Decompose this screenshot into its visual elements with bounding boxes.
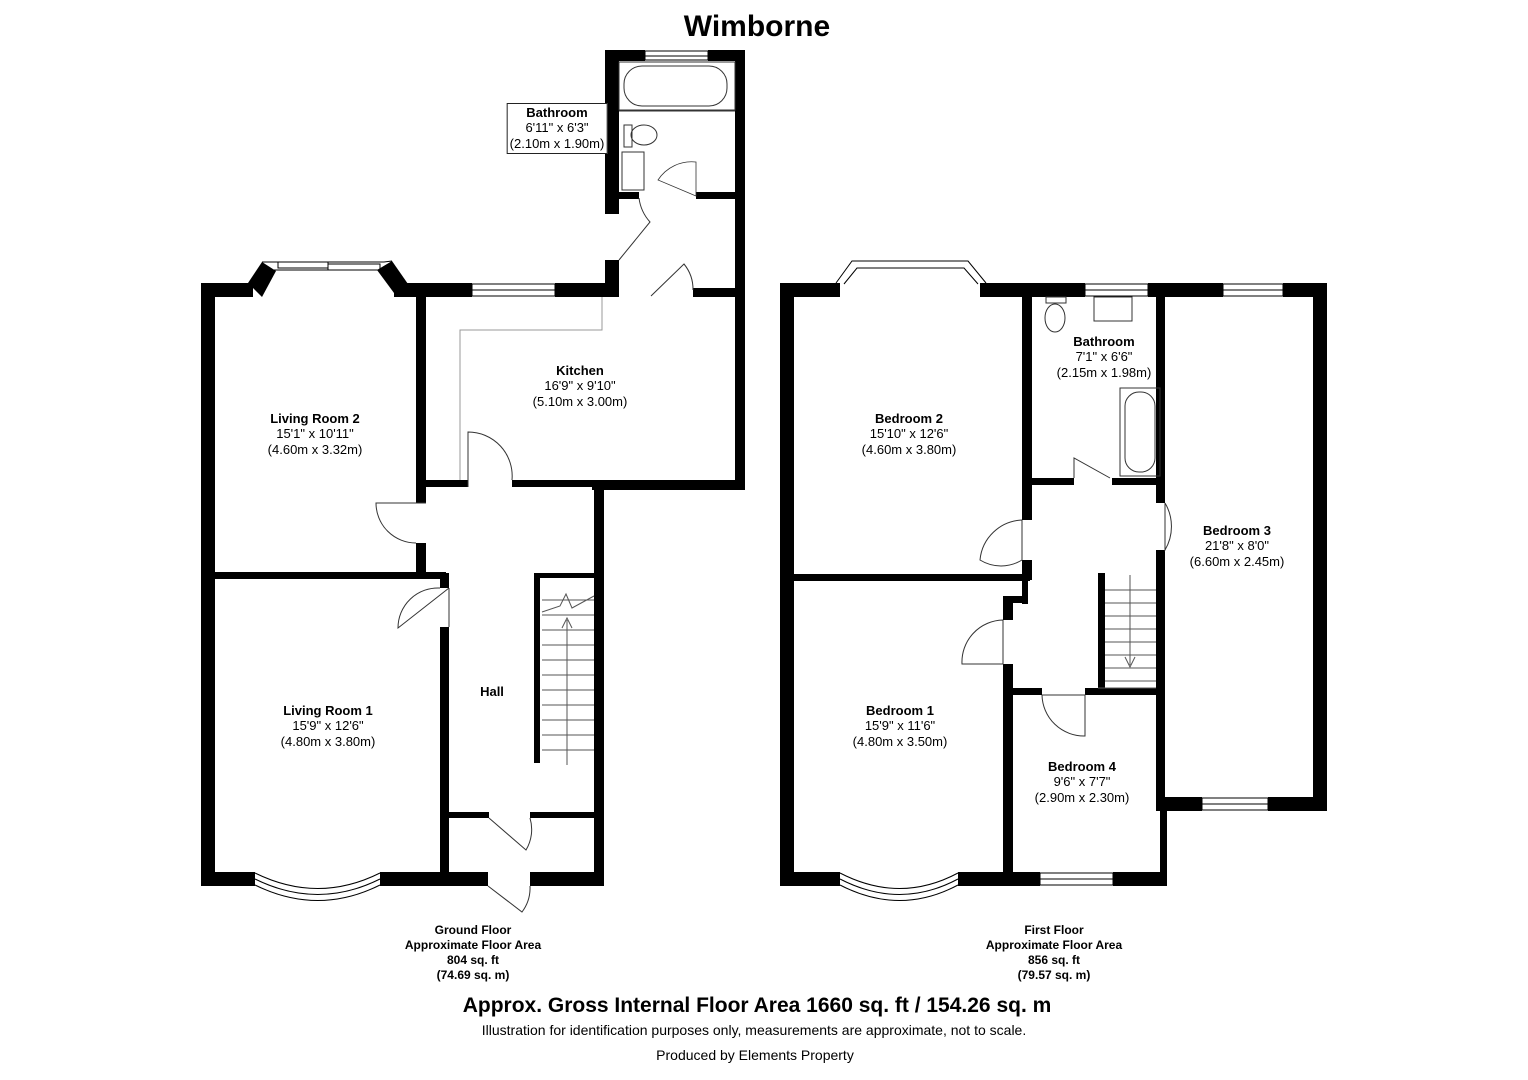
walls — [201, 50, 1327, 886]
floor-area-sqft: 856 sq. ft — [1027, 953, 1081, 967]
floor-area-caption: Approximate Floor Area — [985, 938, 1123, 952]
door-swings — [375, 61, 1172, 913]
room-dim-imperial: 21'8" x 8'0" — [1204, 538, 1270, 553]
window-lines — [254, 55, 1283, 901]
gf-living-room-1-label: Living Room 1 15'9" x 12'6" (4.80m x 3.8… — [281, 703, 376, 750]
room-name: Bedroom 3 — [1203, 523, 1271, 538]
floor-area-sqm: (79.57 sq. m) — [1017, 968, 1091, 982]
room-name: Bathroom — [526, 105, 588, 120]
ff-bedroom-2-label: Bedroom 2 15'10" x 12'6" (4.60m x 3.80m) — [862, 411, 957, 458]
room-dim-metric: (4.80m x 3.50m) — [852, 734, 948, 749]
room-name: Bathroom — [1073, 334, 1135, 349]
floor-area-caption: Approximate Floor Area — [404, 938, 542, 952]
first-floor-area-label: First Floor Approximate Floor Area 856 s… — [986, 923, 1122, 983]
floor-name: Ground Floor — [434, 923, 512, 937]
room-dim-metric: (2.15m x 1.98m) — [1056, 365, 1152, 380]
floor-area-sqm: (74.69 sq. m) — [436, 968, 510, 982]
ff-bedroom-3-label: Bedroom 3 21'8" x 8'0" (6.60m x 2.45m) — [1190, 523, 1285, 570]
room-name: Bedroom 1 — [866, 703, 934, 718]
floor-area-sqft: 804 sq. ft — [446, 953, 500, 967]
room-dim-metric: (5.10m x 3.00m) — [532, 394, 628, 409]
room-dim-imperial: 16'9" x 9'10" — [544, 378, 616, 393]
room-name: Living Room 2 — [270, 411, 360, 426]
room-dim-metric: (2.10m x 1.90m) — [509, 136, 605, 151]
room-dim-metric: (6.60m x 2.45m) — [1189, 554, 1285, 569]
credit-text: Produced by Elements Property — [656, 1047, 854, 1063]
room-dim-imperial: 6'11" x 6'3" — [525, 120, 589, 135]
gf-living-room-2-label: Living Room 2 15'1" x 10'11" (4.60m x 3.… — [268, 411, 363, 458]
ff-bathroom-label: Bathroom 7'1" x 6'6" (2.15m x 1.98m) — [1057, 334, 1152, 381]
ff-bedroom-4-label: Bedroom 4 9'6" x 7'7" (2.90m x 2.30m) — [1035, 759, 1130, 806]
gross-area-text: Approx. Gross Internal Floor Area 1660 s… — [462, 994, 1052, 1017]
ff-bedroom-1-label: Bedroom 1 15'9" x 11'6" (4.80m x 3.50m) — [853, 703, 948, 750]
gf-hall-label: Hall — [480, 684, 504, 699]
page-title: Wimborne — [683, 10, 831, 43]
room-dim-metric: (4.60m x 3.32m) — [267, 442, 363, 457]
gf-bathroom-label: Bathroom 6'11" x 6'3" (2.10m x 1.90m) — [506, 103, 608, 154]
room-dim-metric: (4.80m x 3.80m) — [280, 734, 376, 749]
room-dim-imperial: 15'9" x 12'6" — [292, 718, 364, 733]
floor-name: First Floor — [1024, 923, 1084, 937]
room-name: Bedroom 2 — [875, 411, 943, 426]
room-dim-metric: (2.90m x 2.30m) — [1034, 790, 1130, 805]
room-name: Living Room 1 — [283, 703, 373, 718]
room-dim-imperial: 15'1" x 10'11" — [276, 426, 354, 441]
room-dim-imperial: 15'10" x 12'6" — [869, 426, 949, 441]
disclaimer-text: Illustration for identification purposes… — [481, 1022, 1027, 1038]
room-dim-metric: (4.60m x 3.80m) — [861, 442, 957, 457]
room-dim-imperial: 15'9" x 11'6" — [864, 718, 936, 733]
room-name: Kitchen — [556, 363, 604, 378]
room-name: Bedroom 4 — [1048, 759, 1116, 774]
ground-floor-area-label: Ground Floor Approximate Floor Area 804 … — [405, 923, 541, 983]
room-dim-imperial: 7'1" x 6'6" — [1075, 349, 1133, 364]
gf-kitchen-label: Kitchen 16'9" x 9'10" (5.10m x 3.00m) — [533, 363, 628, 410]
room-dim-imperial: 9'6" x 7'7" — [1053, 774, 1111, 789]
